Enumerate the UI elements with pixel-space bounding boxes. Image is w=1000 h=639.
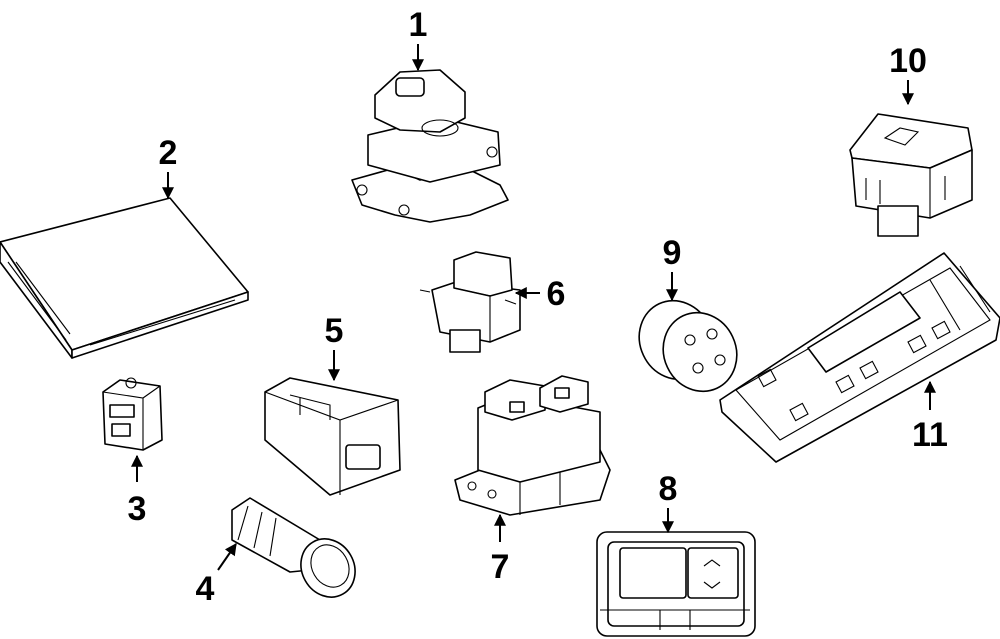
leader-4: [217, 543, 237, 571]
part-8-display-panel: [596, 531, 756, 637]
callout-2: 2: [159, 134, 178, 172]
callout-10: 10: [889, 42, 927, 80]
callout-8: 8: [659, 470, 678, 508]
part-10-switch: [849, 113, 973, 237]
callout-9: 9: [663, 234, 682, 272]
part-1-selector-switch: [351, 69, 509, 223]
part-7-switch-assembly: [454, 375, 611, 516]
callout-4: 4: [196, 570, 215, 608]
part-4-push-button: [231, 497, 356, 598]
part-5-switch-housing: [264, 377, 401, 496]
part-9-round-switch: [638, 299, 738, 393]
callout-3: 3: [128, 490, 147, 528]
part-6-relay: [419, 251, 521, 353]
callout-5: 5: [325, 312, 344, 350]
part-11-control-panel: [719, 252, 1000, 463]
callout-6: 6: [547, 275, 566, 313]
part-3-small-switch: [102, 377, 163, 451]
callout-7: 7: [491, 548, 510, 586]
callout-1: 1: [409, 6, 428, 44]
callout-11: 11: [912, 416, 948, 454]
callout-numbers: 1 2 3 4 5 6 7 8 9 10 11: [128, 6, 948, 608]
leader-lines: [131, 44, 936, 571]
part-2-control-module: [0, 197, 249, 359]
